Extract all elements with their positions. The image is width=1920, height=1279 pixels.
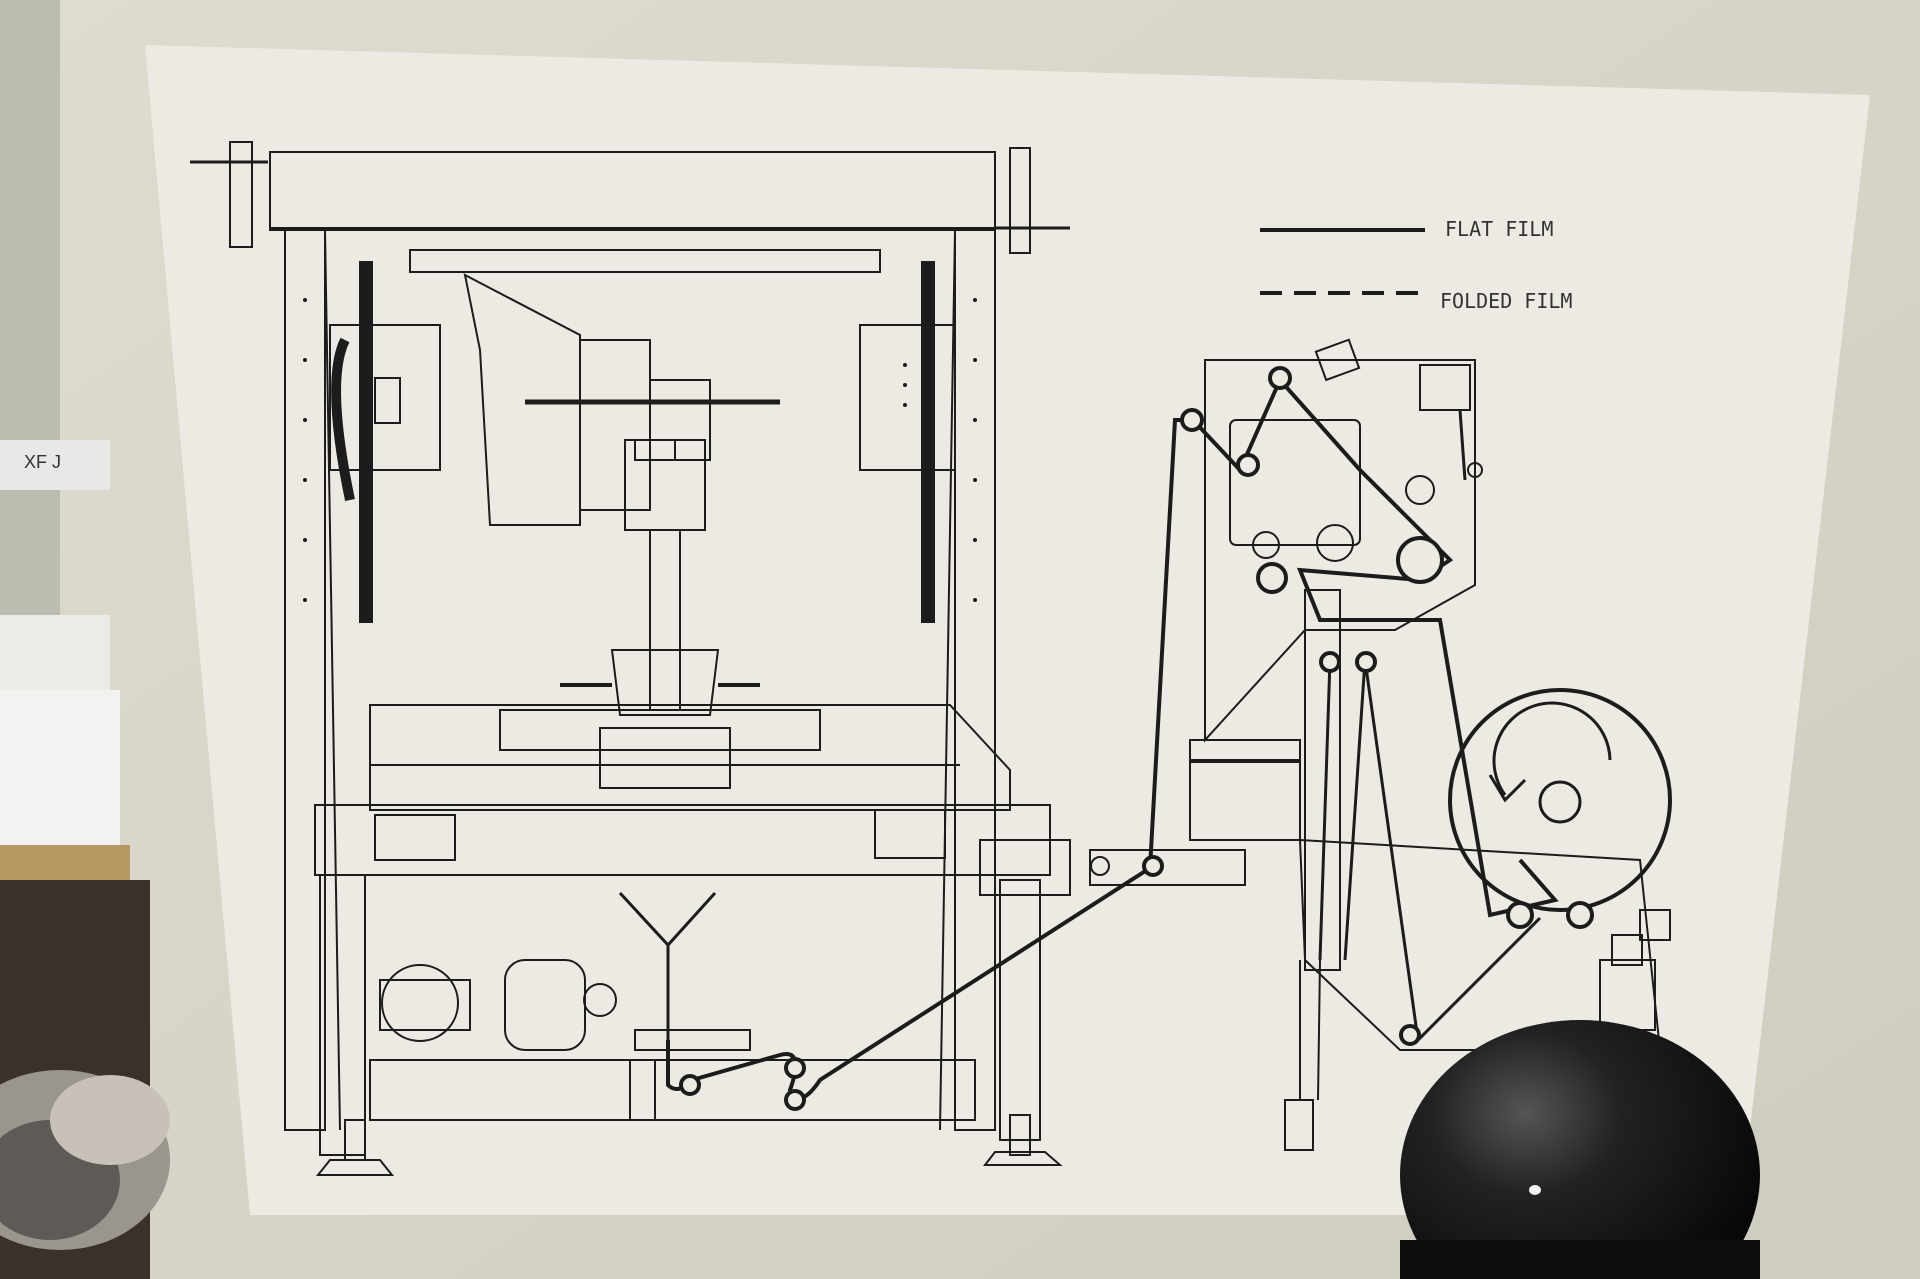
roller	[1566, 901, 1594, 929]
legend-folded-label: FOLDED FILM	[1440, 289, 1572, 313]
roller	[784, 1089, 806, 1111]
film-rollers	[679, 366, 1594, 1111]
roller	[1399, 1024, 1421, 1046]
supply-roll	[1448, 688, 1672, 912]
left-room-area: XF J	[0, 0, 170, 1279]
paper-sheet	[145, 45, 1870, 1215]
roller	[679, 1074, 701, 1096]
roller	[1319, 651, 1341, 673]
roller	[784, 1057, 806, 1079]
legend: FLAT FILM FOLDED FILM	[1260, 217, 1572, 313]
machine-frame-drawing	[190, 141, 1071, 1176]
unwind-stand-drawing	[1089, 338, 1671, 1151]
legend-flat-label: FLAT FILM	[1445, 217, 1553, 241]
roller	[1236, 453, 1260, 477]
roller	[1506, 901, 1534, 929]
roller	[1268, 366, 1292, 390]
roller	[1142, 855, 1164, 877]
roller	[1355, 651, 1377, 673]
roller	[1256, 562, 1288, 594]
control-knob	[1400, 1020, 1760, 1279]
roller	[1396, 536, 1444, 584]
side-label: XF J	[24, 452, 61, 472]
rotation-arrow-icon	[1492, 701, 1612, 796]
roller	[1180, 408, 1204, 432]
